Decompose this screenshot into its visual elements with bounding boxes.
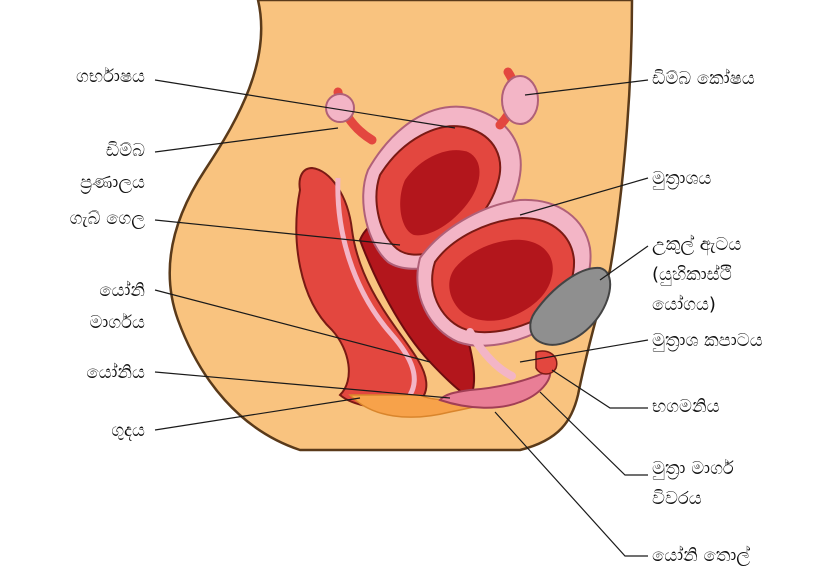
label-anus: ගුදය <box>111 420 145 442</box>
label-urethral-valve: මුත්‍රාශ කපාටය <box>652 330 763 352</box>
label-vaginal-lips: යෝනි තොල් <box>652 545 750 567</box>
label-cervix: ගැබ් ගෙල <box>70 208 145 230</box>
label-urethral-opening-line1: මුත්‍රා මාර්ග <box>652 458 734 480</box>
label-urethral-opening-line2: විවරය <box>652 488 702 510</box>
label-vagina: යෝනිය <box>86 362 145 384</box>
label-vaginal-canal-line1: යෝනි <box>99 280 145 302</box>
label-uterus: ගර්භාෂය <box>76 66 145 88</box>
label-bladder: මුත්‍රාශය <box>652 168 711 190</box>
ovary-right <box>502 76 538 124</box>
label-ovary: ඩිම්බ කෝෂය <box>652 68 755 90</box>
label-fallopian-tube-line2: ප්‍රණාලය <box>80 172 145 194</box>
label-clitoris: භගමනිය <box>652 396 720 418</box>
label-pubic-bone-line2: (යුහිකාස්ථි <box>652 264 732 286</box>
label-fallopian-tube-line1: ඩිම්බ <box>106 140 145 162</box>
label-pubic-bone-line1: උකුල් ඇටය <box>652 234 741 256</box>
label-pubic-bone-line3: යෝගය) <box>652 294 716 316</box>
label-vaginal-canal-line2: මාර්ගය <box>89 312 145 334</box>
